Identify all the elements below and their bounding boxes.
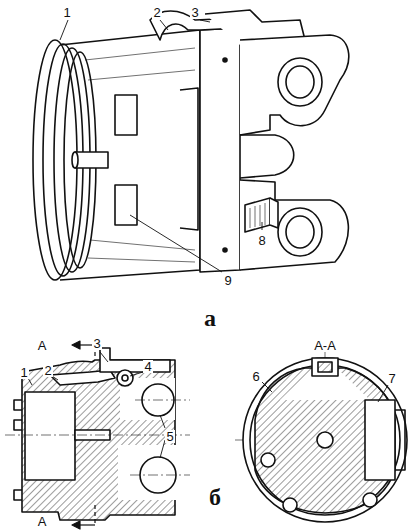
callout-number: 2 (152, 6, 161, 19)
section-letter: А (37, 515, 48, 528)
figure-letter: б (208, 485, 222, 509)
section-letter: А (37, 339, 48, 352)
callout-number: 4 (143, 360, 152, 373)
callout-number: 3 (92, 337, 101, 350)
callout-number: 9 (223, 274, 232, 287)
callout-number: 2 (43, 364, 52, 377)
section-title: А-А (313, 339, 337, 352)
callout-number: 7 (387, 372, 396, 385)
callout-number: 1 (19, 366, 28, 379)
callout-number: 3 (190, 6, 199, 19)
callout-number: 1 (62, 6, 71, 19)
callout-number: 5 (165, 430, 174, 443)
callout-number: 6 (251, 370, 260, 383)
callout-number: 8 (257, 234, 266, 247)
figure-letter: а (203, 306, 217, 330)
